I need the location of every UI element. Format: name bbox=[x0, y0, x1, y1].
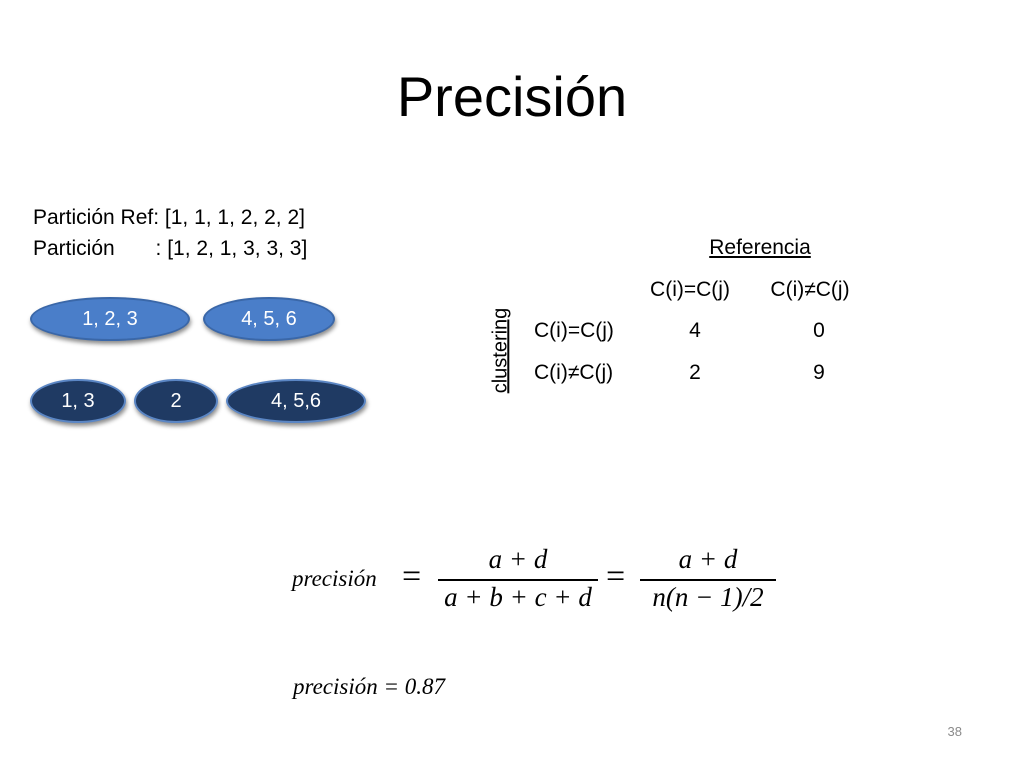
formula-frac1-bar bbox=[438, 579, 598, 581]
ref-cluster-ellipse-2: 4, 5, 6 bbox=[203, 297, 335, 341]
formula-equals-2: = bbox=[606, 558, 626, 595]
table-cell-c: 2 bbox=[689, 361, 701, 384]
ref-cluster-ellipse-1: 1, 2, 3 bbox=[30, 297, 190, 341]
formula-frac1-numerator: a + d bbox=[488, 544, 548, 574]
formula-frac2-bar bbox=[640, 579, 776, 581]
formula-equals-1: = bbox=[402, 558, 422, 595]
table-row-group-label: clustering bbox=[489, 307, 512, 393]
table-row-header-diff: C(i)≠C(j) bbox=[534, 361, 614, 384]
slide-title: Precisión bbox=[396, 65, 628, 128]
partition-text: Partición : [1, 2, 1, 3, 3, 3] bbox=[33, 237, 308, 260]
table-row-header-same: C(i)=C(j) bbox=[534, 319, 614, 342]
formula-frac2-denominator: n(n − 1)/2 bbox=[652, 582, 764, 612]
clustering-cluster-ellipse-2: 2 bbox=[134, 379, 218, 423]
table-col-header-same: C(i)=C(j) bbox=[650, 278, 730, 301]
precision-result: precisión = 0.87 bbox=[293, 674, 446, 699]
table-col-header-diff: C(i)≠C(j) bbox=[770, 278, 850, 301]
table-cell-a: 4 bbox=[689, 319, 701, 342]
reference-partition-text: Partición Ref: [1, 1, 1, 2, 2, 2] bbox=[33, 206, 305, 229]
formula-lhs: precisión bbox=[292, 566, 377, 591]
clustering-cluster-ellipse-3: 4, 5,6 bbox=[226, 379, 366, 423]
clustering-cluster-ellipse-1: 1, 3 bbox=[30, 379, 126, 423]
table-cell-b: 0 bbox=[813, 319, 825, 342]
formula-frac2-numerator: a + d bbox=[678, 544, 738, 574]
table-column-group-label: Referencia bbox=[709, 236, 811, 259]
table-cell-d: 9 bbox=[813, 361, 825, 384]
table-row-group-label-wrapper: clustering bbox=[486, 292, 516, 408]
formula-frac1-denominator: a + b + c + d bbox=[444, 582, 592, 612]
slide-number: 38 bbox=[947, 724, 962, 739]
